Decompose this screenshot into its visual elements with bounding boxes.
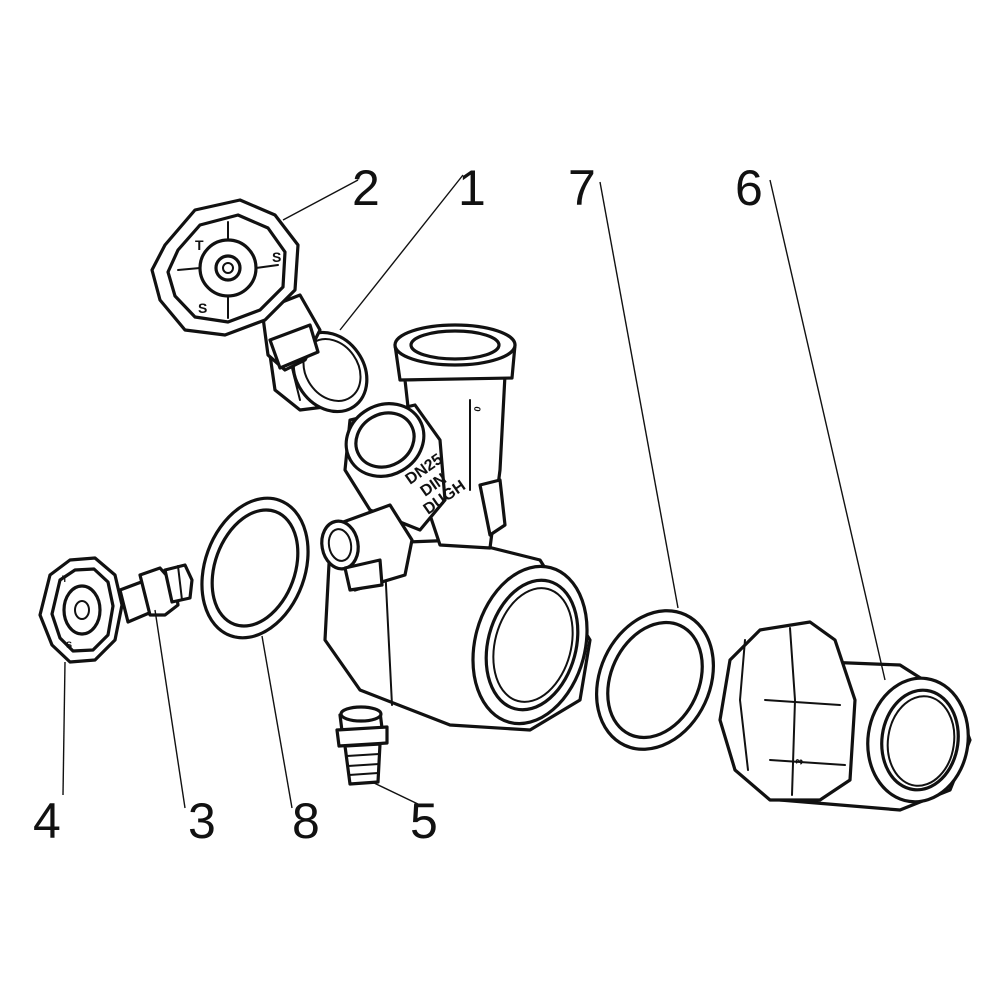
callout-8: 8 (292, 793, 320, 849)
svg-text:S: S (66, 640, 72, 650)
part-7-gasket-ring (594, 609, 716, 751)
svg-text:3: 3 (794, 758, 806, 766)
callout-labels: 1 2 3 4 5 6 7 8 (33, 160, 763, 849)
part-6-union-coupling: 3 (718, 620, 972, 812)
leader-2 (282, 179, 359, 221)
leader-8 (261, 635, 293, 809)
leader-lines (62, 174, 886, 809)
callout-5: 5 (410, 793, 438, 849)
part-8-gasket-ring (200, 496, 310, 640)
leader-1 (339, 174, 464, 331)
leader-3 (154, 609, 186, 809)
svg-text:S: S (198, 300, 207, 316)
callout-6: 6 (735, 160, 763, 216)
svg-text:0: 0 (472, 406, 483, 413)
svg-text:T: T (62, 574, 68, 584)
part-3-spindle-insert (118, 563, 194, 624)
callout-1: 1 (458, 160, 486, 216)
callout-3: 3 (188, 793, 216, 849)
leader-5 (371, 781, 421, 806)
svg-text:S: S (272, 249, 281, 265)
leader-7 (599, 181, 679, 609)
callout-7: 7 (568, 160, 596, 216)
valve-body: 0 DN25 DIN DUGH (320, 323, 592, 732)
part-2-handwheel-valve: T S S (150, 198, 322, 372)
leader-6 (769, 179, 886, 681)
leader-4 (62, 661, 66, 796)
callout-2: 2 (352, 160, 380, 216)
svg-text:T: T (195, 237, 204, 253)
callout-4: 4 (33, 793, 61, 849)
part-5-hose-nipple (335, 705, 389, 786)
part-4-small-handwheel: T S (38, 556, 124, 664)
